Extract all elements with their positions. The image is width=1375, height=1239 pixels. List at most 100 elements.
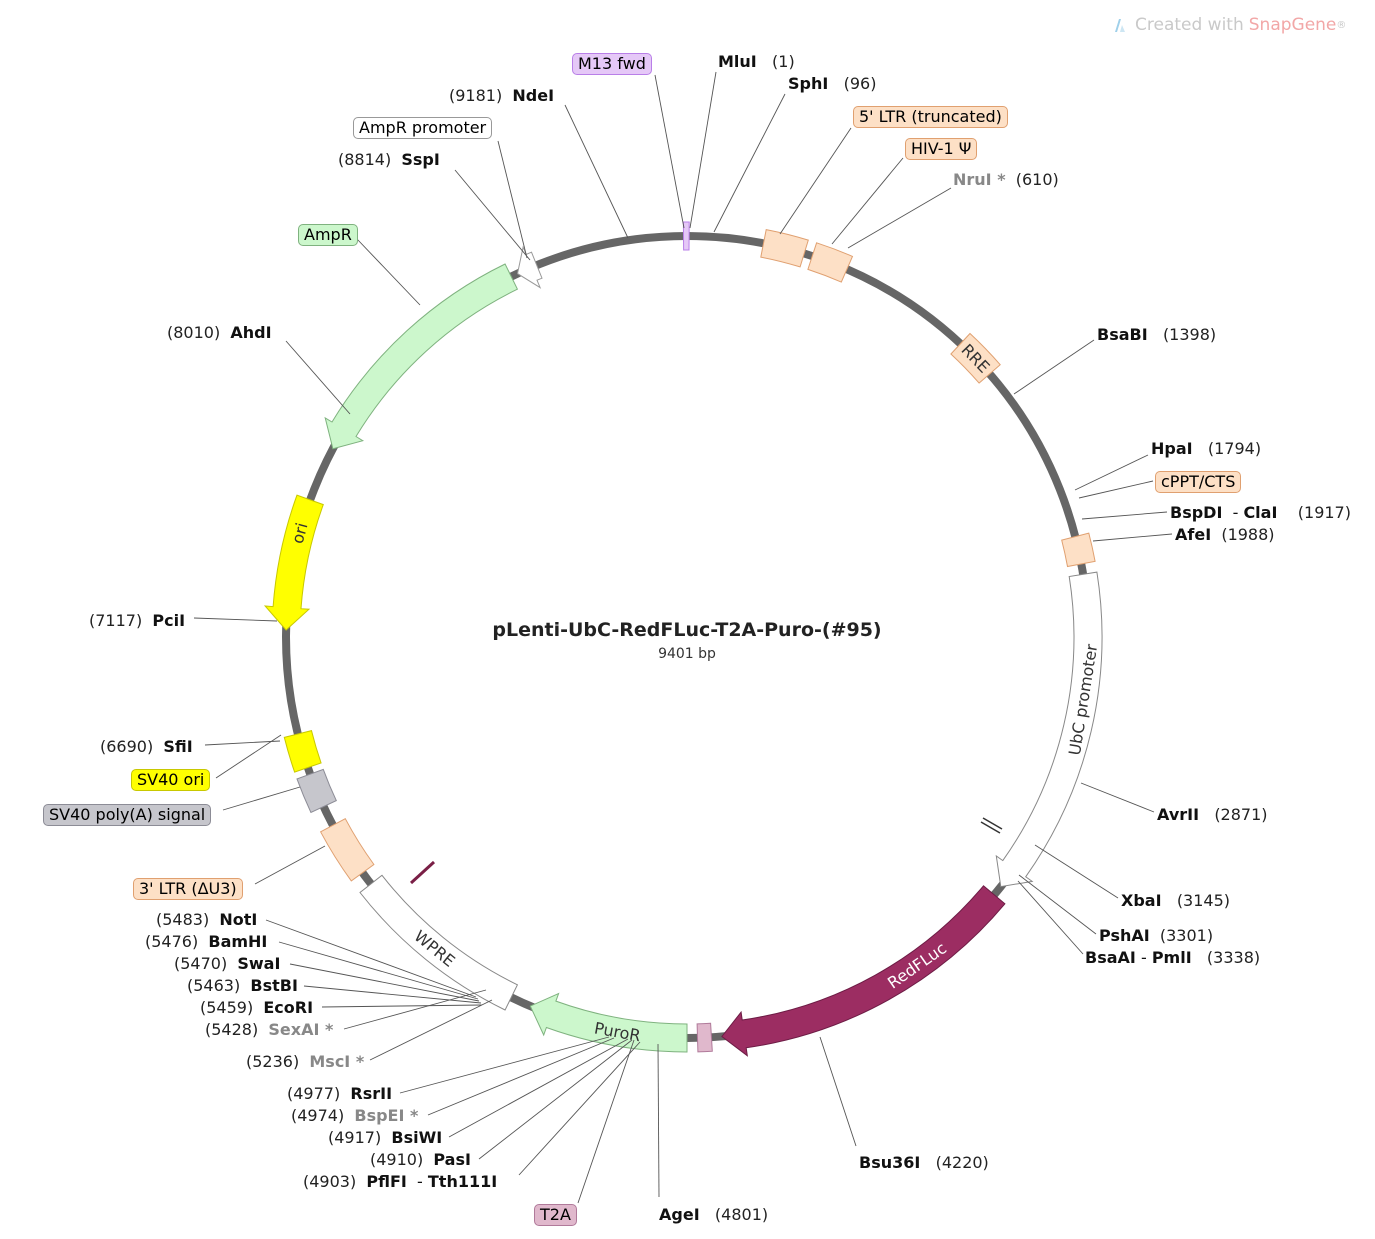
leader-line <box>254 845 326 885</box>
feature-label-3ltr[interactable]: 3' LTR (ΔU3) <box>133 878 243 900</box>
leader-line <box>1034 844 1119 899</box>
feature-psi[interactable] <box>807 242 854 283</box>
site-label-hpai[interactable]: HpaI (1794) <box>1151 439 1262 458</box>
site-label-pasi[interactable]: (4910) PasI <box>370 1150 471 1169</box>
leader-line <box>448 1038 629 1138</box>
feature-ubc[interactable] <box>995 571 1103 888</box>
site-label-afei[interactable]: AfeI (1988) <box>1175 525 1275 544</box>
site-label-sspi[interactable]: (8814) SspI <box>338 150 440 169</box>
snapgene-watermark: Created with SnapGene ® <box>1113 12 1346 38</box>
site-label-bstbi[interactable]: (5463) BstBI <box>187 976 298 995</box>
site-label-bamhi[interactable]: (5476) BamHI <box>145 932 268 951</box>
feature-label-m13fwd[interactable]: M13 fwd <box>572 53 652 75</box>
site-label-xbai[interactable]: XbaI (3145) <box>1121 891 1231 910</box>
leader-line <box>427 1037 615 1116</box>
leader-line <box>285 340 351 415</box>
feature-ring-label-ori: ori <box>288 521 312 546</box>
site-label-noti[interactable]: (5483) NotI <box>156 910 258 929</box>
site-label-bsaai-pmli[interactable]: BsaAI - PmlI (3338) <box>1085 948 1261 967</box>
site-label-msci[interactable]: (5236) MscI * <box>246 1052 365 1071</box>
inner-mark-ubc-2 <box>980 821 1001 834</box>
site-label-rsrii[interactable]: (4977) RsrII <box>287 1084 393 1103</box>
feature-t2a[interactable] <box>696 1022 713 1053</box>
site-label-pflfi-tth111i[interactable]: (4903) PflFI - Tth111I <box>303 1172 498 1191</box>
watermark-registered-mark: ® <box>1336 19 1347 31</box>
feature-label-ampr[interactable]: AmpR <box>298 224 358 246</box>
inner-mark-ubc <box>982 817 1003 830</box>
leader-line <box>518 1041 641 1176</box>
snapgene-logo-icon <box>1115 19 1125 32</box>
feature-label-cppt[interactable]: cPPT/CTS <box>1155 471 1242 493</box>
leader-line <box>689 71 717 229</box>
feature-label-5ltr[interactable]: 5' LTR (truncated) <box>853 106 1008 128</box>
feature-ltr3[interactable] <box>319 818 375 882</box>
leader-line <box>847 187 952 249</box>
plasmid-size: 9401 bp <box>658 646 716 662</box>
feature-wpre[interactable] <box>359 874 519 1011</box>
leader-line <box>303 985 482 1004</box>
site-label-bspei[interactable]: (4974) BspEI * <box>291 1106 419 1125</box>
site-label-mlui[interactable]: MluI (1) <box>718 52 795 71</box>
watermark-brand: SnapGene <box>1248 15 1337 35</box>
feature-label-ampr-promoter[interactable]: AmpR promoter <box>353 117 493 139</box>
site-label-sphi[interactable]: SphI (96) <box>788 74 877 93</box>
feature-amprpromoter[interactable] <box>516 245 543 289</box>
inner-mark-wpre <box>409 860 436 885</box>
feature-label-hiv1-psi[interactable]: HIV-1 Ψ <box>905 138 978 160</box>
leader-line <box>478 1039 633 1160</box>
site-label-sfii[interactable]: (6690) SfiI <box>100 737 193 756</box>
feature-sv40ori[interactable] <box>283 729 322 773</box>
leader-line <box>1081 511 1168 520</box>
site-label-pshai[interactable]: PshAI (3301) <box>1099 926 1214 945</box>
feature-rre[interactable] <box>950 332 1001 384</box>
leader-line <box>831 157 904 245</box>
site-label-bsu36i[interactable]: Bsu36I (4220) <box>859 1153 989 1172</box>
site-label-agei[interactable]: AgeI (4801) <box>659 1205 769 1224</box>
leader-line <box>497 140 528 259</box>
site-label-ahdi[interactable]: (8010) AhdI <box>167 323 272 342</box>
site-label-swai[interactable]: (5470) SwaI <box>174 954 281 973</box>
site-label-bsiwi[interactable]: (4917) BsiWI <box>328 1128 443 1147</box>
feature-m13fwd[interactable] <box>682 221 690 251</box>
site-label-bspdi-clai[interactable]: BspDI - ClaI (1917) <box>1170 503 1351 522</box>
leader-line <box>657 1043 660 1198</box>
leader-line <box>222 786 301 811</box>
leader-line <box>779 127 852 235</box>
feature-sv40pa[interactable] <box>296 768 337 814</box>
site-label-nrui[interactable]: NruI * (610) <box>953 170 1059 189</box>
leader-line <box>1017 880 1084 955</box>
watermark-prefix: Created with <box>1135 15 1244 35</box>
leader-line <box>1080 782 1155 813</box>
leader-line <box>356 238 421 306</box>
leader-line <box>289 963 480 1002</box>
leader-line <box>1078 480 1154 499</box>
site-label-avrii[interactable]: AvrII (2871) <box>1157 805 1268 824</box>
feature-label-t2a[interactable]: T2A <box>534 1204 577 1226</box>
leader-lines <box>193 71 1173 1204</box>
leader-line <box>321 1004 483 1008</box>
site-label-pcii[interactable]: (7117) PciI <box>89 611 186 630</box>
leader-line <box>1092 533 1173 542</box>
feature-redfluc[interactable] <box>721 885 1006 1057</box>
plasmid-name: pLenti-UbC-RedFLuc-T2A-Puro-(#95) <box>492 619 882 641</box>
feature-label-sv40ori[interactable]: SV40 ori <box>131 769 211 791</box>
leader-line <box>1018 874 1097 935</box>
site-label-ecori[interactable]: (5459) EcoRI <box>200 998 314 1017</box>
site-label-bsabi[interactable]: BsaBI (1398) <box>1097 325 1217 344</box>
leader-line <box>399 1036 610 1094</box>
feature-ltr5[interactable] <box>760 229 809 268</box>
leader-line <box>215 734 282 779</box>
feature-label-sv40pa[interactable]: SV40 poly(A) signal <box>43 804 212 826</box>
site-label-sexai[interactable]: (5428) SexAI * <box>205 1020 334 1039</box>
site-label-ndei[interactable]: (9181) NdeI <box>449 86 555 105</box>
feature-cppt[interactable] <box>1061 532 1096 568</box>
leader-line <box>265 919 477 998</box>
leader-line <box>1013 339 1095 395</box>
leader-line <box>193 617 278 622</box>
feature-ori[interactable] <box>263 494 324 631</box>
leader-line <box>343 989 487 1030</box>
leader-line <box>204 740 281 746</box>
feature-ampr[interactable] <box>324 263 519 450</box>
